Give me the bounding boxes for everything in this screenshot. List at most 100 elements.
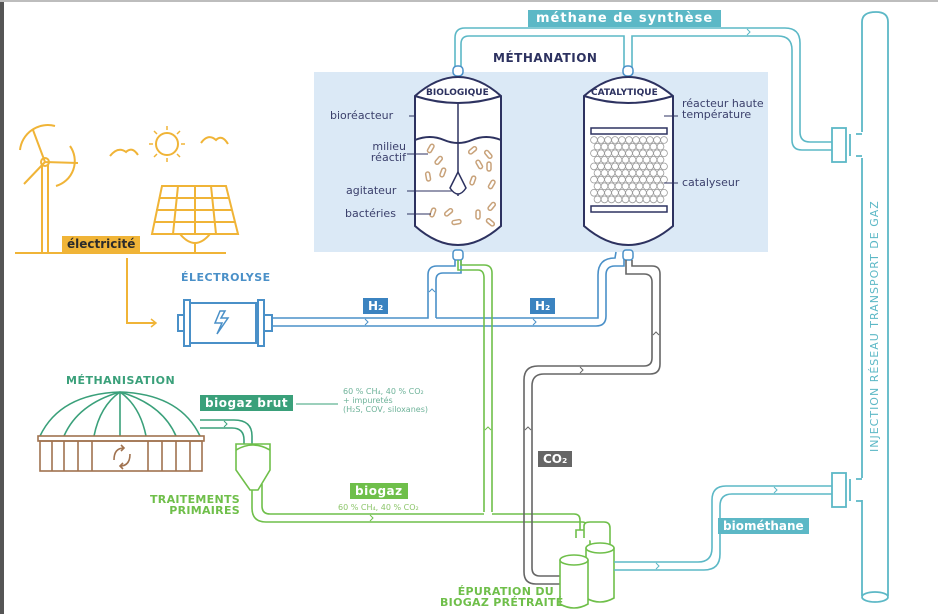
- callout-bioreactor: bioréacteur: [330, 109, 394, 122]
- catalyst-bead: [628, 182, 637, 191]
- catalyst-bead: [660, 175, 668, 184]
- catalyst-bead: [600, 156, 609, 164]
- hydrogen-pipe: [272, 251, 625, 327]
- co2-label: CO₂: [538, 451, 573, 467]
- catalyst-bead: [621, 142, 630, 151]
- catalyst-bead: [632, 162, 640, 171]
- composition-line: 60 % CH₄, 40 % CO₂: [343, 387, 424, 396]
- arrow-icon: [150, 318, 158, 328]
- catalyst-bead: [625, 149, 633, 158]
- catalyst-bead: [653, 149, 661, 158]
- catalyst-bead: [653, 189, 661, 197]
- catalyst-bead: [635, 195, 644, 204]
- callout-high-temp-reactor: réacteur haute température: [682, 97, 764, 121]
- catalyst-bead: [649, 142, 658, 151]
- catalytic-reactor-title: CATALYTIQUE: [591, 88, 658, 98]
- catalyst-bead: [607, 182, 616, 191]
- catalyst-bead: [604, 136, 612, 144]
- catalyst-bead: [593, 195, 602, 204]
- catalyst-bead: [600, 195, 609, 204]
- h2-label: H₂: [530, 298, 556, 314]
- pipe-fitting: [622, 249, 634, 261]
- electricity-label: électricité: [62, 236, 141, 252]
- catalyst-bead: [660, 136, 668, 144]
- raw-biogas-pipe: [200, 419, 253, 444]
- methanisation-title: MÉTHANISATION: [66, 374, 176, 387]
- callout-bacteria: bactéries: [345, 207, 396, 220]
- catalyst-bead: [635, 142, 644, 151]
- catalyst-bead: [646, 162, 654, 171]
- catalyst-bead: [660, 189, 668, 197]
- catalyst-bead: [604, 189, 612, 197]
- catalyst-bead: [649, 169, 658, 177]
- flow-arrows: [223, 28, 778, 570]
- label-line: TRAITEMENTS: [150, 493, 240, 506]
- bacteria-icon: [424, 143, 497, 227]
- catalyst-bead: [618, 175, 626, 184]
- biological-reactor-title: BIOLOGIQUE: [426, 88, 489, 98]
- catalyst-bead: [611, 162, 619, 171]
- catalyst-bead: [642, 182, 651, 191]
- catalyst-bead: [632, 189, 640, 197]
- catalyst-bead: [639, 149, 647, 158]
- label-line: PRIMAIRES: [169, 504, 240, 517]
- catalyst-bead: [621, 169, 630, 177]
- methanation-title: MÉTHANATION: [493, 51, 598, 65]
- composition-line: (H₂S, COV, siloxanes): [343, 405, 428, 415]
- catalyst-beads: [590, 136, 668, 204]
- catalyst-bead: [653, 162, 661, 171]
- catalyst-bead: [632, 136, 640, 144]
- purification-tanks: [559, 521, 615, 609]
- callout-agitator: agitateur: [346, 184, 397, 197]
- catalyst-bead: [646, 149, 654, 158]
- catalyst-bead: [628, 195, 637, 204]
- digester-base: [37, 435, 205, 472]
- h2-label: H₂: [363, 298, 389, 314]
- catalyst-bead: [642, 169, 651, 177]
- pipe-fitting: [452, 65, 464, 77]
- catalyst-bead: [590, 175, 598, 184]
- catalyst-bead: [639, 189, 647, 197]
- window-edge: [0, 0, 4, 614]
- catalyst-bead: [614, 142, 623, 151]
- catalyst-bead: [621, 195, 630, 204]
- methanation-panel: [314, 72, 768, 252]
- catalyst-bead: [604, 162, 612, 171]
- catalyst-bead: [597, 149, 605, 158]
- catalyst-bead: [614, 169, 623, 177]
- catalyst-bead: [618, 189, 626, 197]
- wind-turbine-icon: [19, 124, 79, 252]
- pipe-fitting: [452, 249, 464, 261]
- catalyst-bead: [604, 149, 612, 158]
- catalyst-bead: [597, 136, 605, 144]
- catalyst-bead: [614, 156, 623, 164]
- cloud-icon: [109, 148, 139, 157]
- catalyst-bead: [618, 136, 626, 144]
- catalyst-bead: [611, 189, 619, 197]
- catalyst-bead: [611, 175, 619, 184]
- catalyst-bead: [656, 156, 665, 164]
- biogas-composition: 60 % CH₄, 40 % CO₂: [338, 503, 419, 512]
- cloud-icon: [200, 136, 229, 145]
- catalyst-bead: [593, 182, 602, 191]
- catalyst-bead: [649, 156, 658, 164]
- solar-panel-icon: [150, 185, 240, 252]
- catalyst-bead: [628, 142, 637, 151]
- electrolysis-title: ÉLECTROLYSE: [181, 271, 271, 284]
- catalyst-bead: [611, 136, 619, 144]
- biogas-label: biogaz: [350, 483, 408, 499]
- catalyst-bead: [614, 182, 623, 191]
- synthetic-methane-label: méthane de synthèse: [528, 10, 722, 27]
- catalyst-bead: [597, 175, 605, 184]
- window-top-border: [0, 0, 938, 2]
- catalyst-bead: [618, 162, 626, 171]
- catalyst-bead: [632, 149, 640, 158]
- raw-biogas-label: biogaz brut: [200, 395, 294, 411]
- catalyst-bead: [625, 136, 633, 144]
- catalyst-bead: [635, 156, 644, 164]
- catalyst-bead: [653, 136, 661, 144]
- catalyst-bead: [656, 169, 665, 177]
- catalyst-bead: [618, 149, 626, 158]
- catalyst-bead: [642, 156, 651, 164]
